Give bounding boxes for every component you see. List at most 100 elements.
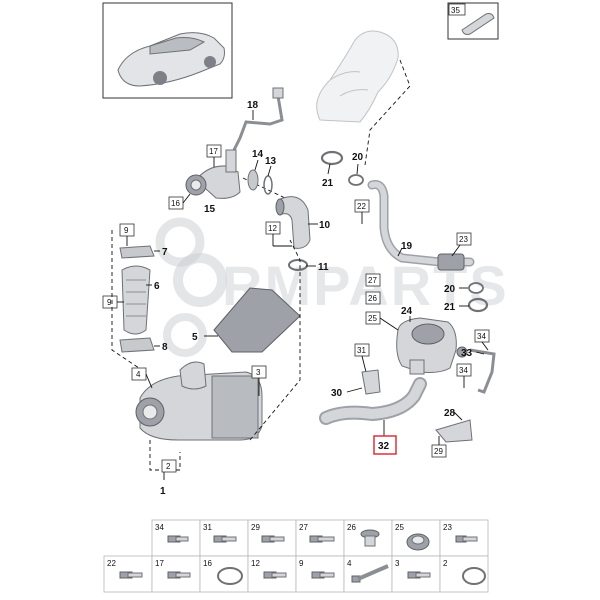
svg-text:12: 12: [268, 224, 277, 233]
svg-text:27: 27: [299, 523, 308, 532]
svg-text:3: 3: [256, 368, 261, 377]
part-14-gasket: 14: [247, 149, 264, 191]
svg-text:23: 23: [443, 523, 452, 532]
svg-text:25: 25: [395, 523, 404, 532]
part-6-egr-pipe: 6: [121, 265, 160, 335]
exhaust-manifold-outline: [316, 30, 411, 166]
svg-text:28: 28: [444, 408, 456, 419]
svg-text:14: 14: [252, 149, 264, 160]
svg-text:9: 9: [124, 226, 129, 235]
svg-text:11: 11: [318, 262, 329, 273]
svg-text:27: 27: [368, 276, 377, 285]
callout-box-31: 31: [354, 343, 370, 373]
svg-text:17: 17: [209, 147, 218, 156]
bolt-icon: [167, 535, 189, 543]
svg-text:29: 29: [434, 447, 443, 456]
svg-text:25: 25: [368, 314, 377, 323]
svg-text:31: 31: [357, 346, 366, 355]
part-30-bracket: 30: [331, 369, 381, 399]
svg-text:22: 22: [107, 559, 116, 568]
part-32-pipe: [319, 377, 427, 436]
callout-box-9-top: 9: [119, 223, 135, 246]
part-20-seal-top: 20: [348, 152, 364, 186]
svg-text:2: 2: [443, 559, 448, 568]
callout-box-9-mid: 9: [102, 295, 124, 309]
svg-text:34: 34: [477, 332, 486, 341]
watermark: RMPARTS: [155, 217, 507, 357]
svg-text:29: 29: [251, 523, 260, 532]
part-24-egr-valve: 24: [396, 306, 468, 375]
bolt-icon: [119, 571, 143, 579]
callout-box-17: 17: [206, 144, 222, 167]
svg-text:26: 26: [347, 523, 356, 532]
svg-text:33: 33: [461, 348, 473, 359]
svg-text:16: 16: [203, 559, 212, 568]
part-19-egr-pipe: 19: [367, 180, 475, 271]
part-13-gasket: 13: [263, 156, 277, 195]
part-28-bracket: 28: [435, 408, 473, 443]
part-7-gasket: 7: [119, 245, 168, 259]
callout-box-4: 4: [131, 367, 153, 389]
long-bolt-icon: [351, 564, 389, 583]
bolt-icon: [263, 571, 287, 579]
callout-box-2: 2: [161, 459, 177, 473]
part-20-seal-right: 20: [444, 282, 484, 295]
part-1-egr-cooler: 1: [135, 361, 263, 497]
svg-text:4: 4: [136, 370, 141, 379]
callout-box-27: 27: [365, 273, 381, 287]
svg-text:21: 21: [444, 302, 456, 313]
part-11-clamp: 11: [288, 259, 329, 273]
callout-box-26: 26: [365, 291, 381, 305]
svg-text:7: 7: [162, 247, 168, 258]
part-15-sensor-housing: [185, 149, 286, 199]
bolt-icon: [261, 535, 285, 543]
svg-text:3: 3: [395, 559, 400, 568]
callout-box-16: 16: [168, 193, 191, 210]
bolt-icon: [167, 571, 191, 579]
car-thumbnail-icon: [117, 32, 225, 87]
svg-text:8: 8: [162, 342, 168, 353]
svg-text:12: 12: [251, 559, 260, 568]
callout-box-34b: 34: [456, 363, 472, 388]
callout-18: 18: [247, 100, 259, 111]
svg-text:16: 16: [171, 199, 180, 208]
svg-text:2: 2: [166, 462, 171, 471]
svg-text:34: 34: [459, 366, 468, 375]
svg-text:19: 19: [401, 241, 413, 252]
callout-box-32-highlight: 32: [373, 435, 397, 455]
svg-text:10: 10: [319, 220, 331, 231]
svg-text:20: 20: [352, 152, 364, 163]
bolt-icon: [407, 571, 431, 579]
part-8-gasket: 8: [119, 337, 168, 353]
legend-row-2: 22 17 16 12 9 4 3 2: [103, 555, 489, 593]
o-ring-icon: [462, 567, 486, 585]
o-ring-icon: [217, 567, 243, 585]
svg-text:6: 6: [154, 281, 160, 292]
svg-text:5: 5: [192, 332, 198, 343]
part-21-clamp-right: 21: [444, 297, 489, 313]
seal-icon: [406, 533, 430, 551]
callout-box-3: 3: [251, 365, 267, 396]
bolt-icon: [309, 535, 335, 543]
callout-box-34: 34: [474, 329, 490, 351]
svg-text:9: 9: [107, 298, 112, 307]
callout-15: 15: [204, 204, 216, 215]
svg-text:21: 21: [322, 178, 334, 189]
callout-box-12: 12: [265, 221, 292, 247]
svg-text:1: 1: [160, 486, 166, 497]
callout-box-29-main: 29: [431, 436, 447, 458]
callout-35: 35: [451, 6, 460, 15]
svg-text:17: 17: [155, 559, 164, 568]
svg-text:4: 4: [347, 559, 352, 568]
part-35-box: 35: [447, 2, 499, 40]
hardware-legend: 34 31 29 27 26 25 23 22 17: [103, 519, 489, 593]
svg-text:32: 32: [378, 441, 390, 452]
bolt-icon: [213, 535, 237, 543]
svg-text:30: 30: [331, 388, 343, 399]
part-33-bracket: 33: [461, 348, 496, 394]
svg-text:26: 26: [368, 294, 377, 303]
svg-text:13: 13: [265, 156, 277, 167]
part-18-sensor: 18: [232, 87, 284, 151]
bolt-icon: [311, 571, 335, 579]
